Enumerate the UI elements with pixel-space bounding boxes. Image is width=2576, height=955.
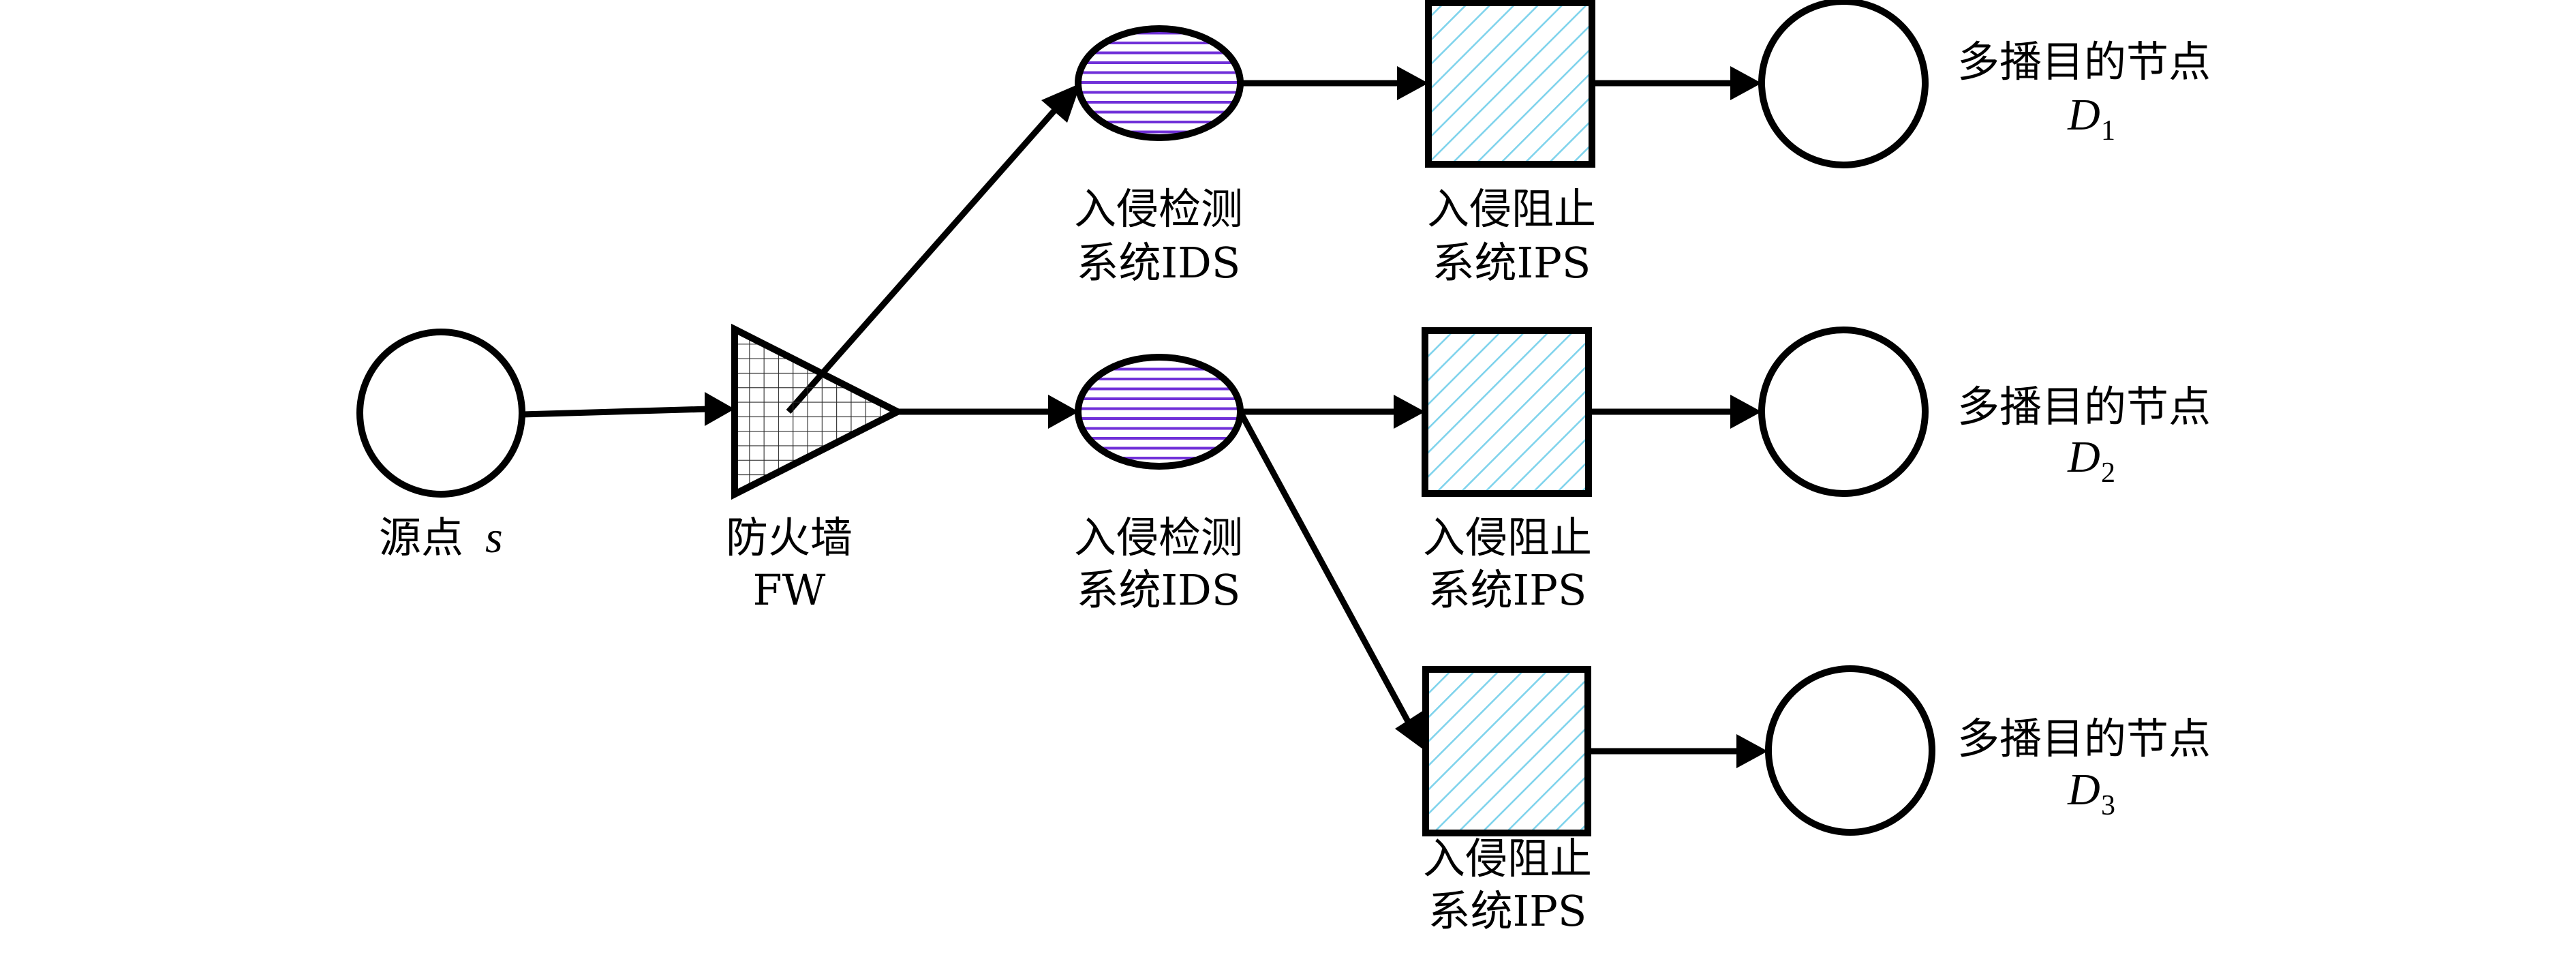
node-ids-2[interactable]: 入侵检测 系统IDS [1074, 354, 1244, 615]
source-label: 源点 [379, 513, 463, 562]
arrowhead-icon [705, 392, 735, 426]
source-var: s [485, 513, 503, 562]
node-d2[interactable]: 多播目的节点 D 2 [1758, 327, 2211, 497]
ids-1-ellipse [1075, 25, 1244, 141]
node-d1[interactable]: 多播目的节点 D 1 [1758, 0, 2211, 168]
arrowhead-icon [1041, 83, 1081, 123]
firewall-abbr: FW [753, 565, 826, 615]
ids-2-label: 入侵检测 [1074, 513, 1243, 562]
ids-2-ellipse [1075, 354, 1244, 470]
ips-2-label: 入侵阻止 [1423, 513, 1592, 562]
arrowhead-icon [1395, 709, 1426, 751]
d3-circle [1765, 665, 1935, 836]
node-d3[interactable]: 多播目的节点 D 3 [1765, 665, 2211, 836]
ids-1-abbr: 系统IDS [1077, 238, 1241, 288]
d3-label: 多播目的节点 [1957, 714, 2211, 763]
d1-circle [1758, 0, 1929, 168]
ips-2-square [1422, 327, 1592, 497]
node-ips-1[interactable]: 入侵阻止 系统IPS [1425, 0, 1596, 288]
d1-var: D [2067, 90, 2100, 140]
d3-subscript: 3 [2101, 790, 2115, 821]
ips-1-label: 入侵阻止 [1427, 184, 1596, 234]
arrowhead-icon [1736, 734, 1768, 768]
source-circle [356, 329, 525, 498]
node-source[interactable]: 源点 s [356, 329, 525, 562]
d1-subscript: 1 [2101, 115, 2115, 147]
ips-1-abbr: 系统IPS [1432, 238, 1591, 288]
arrowhead-icon [1048, 395, 1079, 429]
edge-source-firewall [521, 406, 709, 418]
arrowhead-icon [1730, 395, 1762, 429]
arrowhead-icon [1394, 395, 1425, 429]
node-ids-1[interactable]: 入侵检测 系统IDS [1074, 25, 1244, 288]
d2-subscript: 2 [2101, 457, 2115, 489]
node-firewall[interactable]: 防火墙 FW [726, 323, 906, 615]
node-ips-2[interactable]: 入侵阻止 系统IPS [1422, 327, 1592, 615]
firewall-label: 防火墙 [726, 513, 853, 562]
ids-1-label: 入侵检测 [1074, 184, 1243, 234]
ips-2-abbr: 系统IPS [1428, 565, 1587, 615]
edges [521, 66, 1768, 768]
node-ips-3[interactable]: 入侵阻止 系统IPS [1422, 666, 1592, 936]
ips-3-square [1422, 666, 1591, 836]
d2-var: D [2067, 432, 2100, 482]
d2-label: 多播目的节点 [1957, 382, 2211, 431]
ips-3-abbr: 系统IPS [1428, 886, 1587, 936]
edge-ids2-ips3 [1239, 412, 1412, 726]
ids-2-abbr: 系统IDS [1077, 565, 1241, 615]
d2-circle [1758, 327, 1929, 497]
arrowhead-icon [1397, 66, 1428, 100]
d1-label: 多播目的节点 [1957, 37, 2211, 87]
firewall-triangle [731, 323, 906, 500]
ips-1-square [1425, 0, 1595, 168]
arrowhead-icon [1730, 66, 1762, 100]
edge-firewall-ids1 [786, 100, 1064, 414]
d3-var: D [2067, 765, 2100, 815]
ips-3-label: 入侵阻止 [1423, 834, 1592, 883]
